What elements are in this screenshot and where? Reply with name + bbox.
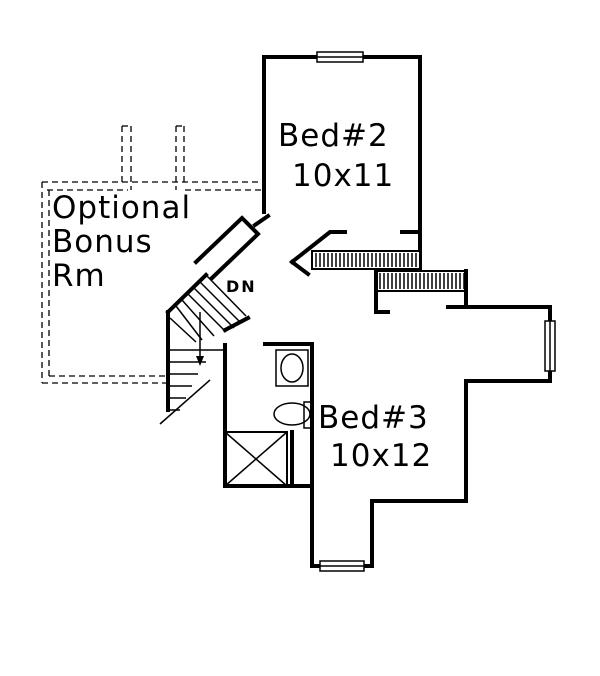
bed3-size: 10x12 (330, 438, 432, 474)
stair-down-label: DN (226, 277, 257, 296)
bonus-room-outline (41, 125, 262, 384)
bonus-room-line2: Bonus (52, 224, 153, 260)
bed2-size: 10x11 (292, 158, 394, 194)
bed3-name: Bed#3 (318, 400, 429, 436)
bed3-window-bottom (319, 560, 365, 572)
bed3-walls (263, 305, 552, 568)
bed2-window (316, 51, 364, 63)
bed2-closet (289, 230, 421, 277)
stairwell (159, 215, 261, 425)
bonus-room-line1: Optional (52, 190, 191, 226)
bed2-name: Bed#2 (278, 118, 389, 154)
bathroom (223, 343, 314, 488)
bed3-closet (374, 269, 468, 314)
bed3-window-right (544, 320, 556, 372)
bonus-room-line3: Rm (52, 258, 106, 294)
